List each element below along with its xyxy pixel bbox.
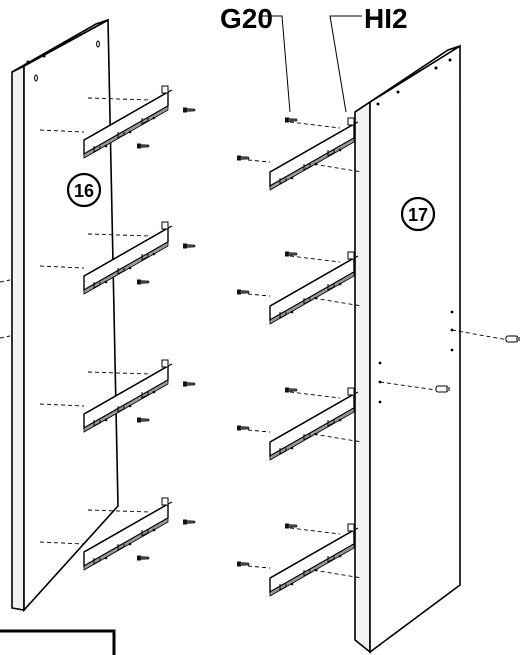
slide-rail-right-4 (269, 523, 359, 597)
screw-right-2-a (237, 289, 250, 295)
slide-rail-right-1 (269, 117, 359, 191)
guide-line-left-2-a (39, 265, 85, 269)
callout-bracket-code: HI2 (364, 3, 408, 34)
guide-line-left-3-a (39, 403, 85, 407)
screw-right-4-b (285, 523, 298, 529)
callout-bracket-leader (329, 15, 362, 113)
slide-rail-right-3 (269, 387, 359, 461)
guide-line-right-3-b (289, 391, 341, 399)
screw-left-3-b (183, 381, 196, 387)
screw-left-1-b (183, 107, 196, 113)
right-panel (354, 44, 461, 654)
guide-line-left-1-b (87, 97, 151, 101)
guide-line-left-4-b (87, 509, 151, 513)
guide-line-right-1-b (289, 121, 341, 129)
callout-screw-leader (262, 15, 291, 113)
screw-left-2-b (183, 243, 196, 249)
dowel-right-upper (451, 329, 520, 343)
guide-line-right-2-a (247, 293, 271, 297)
screw-left-3-a (137, 417, 150, 423)
right-panel-number-badge: 17 (400, 196, 436, 232)
screw-right-1-a (237, 155, 250, 161)
screw-left-4-b (183, 519, 196, 525)
screw-right-3-b (285, 387, 298, 393)
callout-screw-code: G20 (220, 3, 273, 34)
left-panel-number: 16 (74, 181, 94, 201)
guide-line-left-3-b (87, 371, 151, 375)
slide-rail-left-4 (83, 497, 173, 571)
guide-line-left-2-b (87, 233, 151, 237)
right-panel-number: 17 (408, 205, 428, 225)
screw-left-4-a (137, 555, 150, 561)
screw-left-2-a (137, 279, 150, 285)
slide-rail-left-1 (83, 85, 173, 159)
slide-rail-right-2 (269, 251, 359, 325)
left-panel (0, 18, 119, 613)
guide-line-left-4-a (39, 541, 85, 545)
screw-left-1-a (137, 143, 150, 149)
guide-line-right-2-b (289, 255, 341, 263)
frame-outline (0, 629, 116, 655)
guide-line-right-4-b (289, 527, 341, 535)
left-panel-number-badge: 16 (66, 172, 102, 208)
guide-line-right-1-a (247, 159, 271, 163)
dowel-right-lower (379, 381, 450, 393)
screw-right-3-a (237, 425, 250, 431)
guide-line-right-4-a (247, 565, 271, 569)
slide-rail-left-3 (83, 359, 173, 433)
screw-right-4-a (237, 561, 250, 567)
slide-rail-left-2 (83, 221, 173, 295)
screw-right-2-b (285, 251, 298, 257)
guide-line-right-3-a (247, 429, 271, 433)
guide-line-left-1-a (39, 129, 85, 133)
screw-right-1-b (285, 117, 298, 123)
